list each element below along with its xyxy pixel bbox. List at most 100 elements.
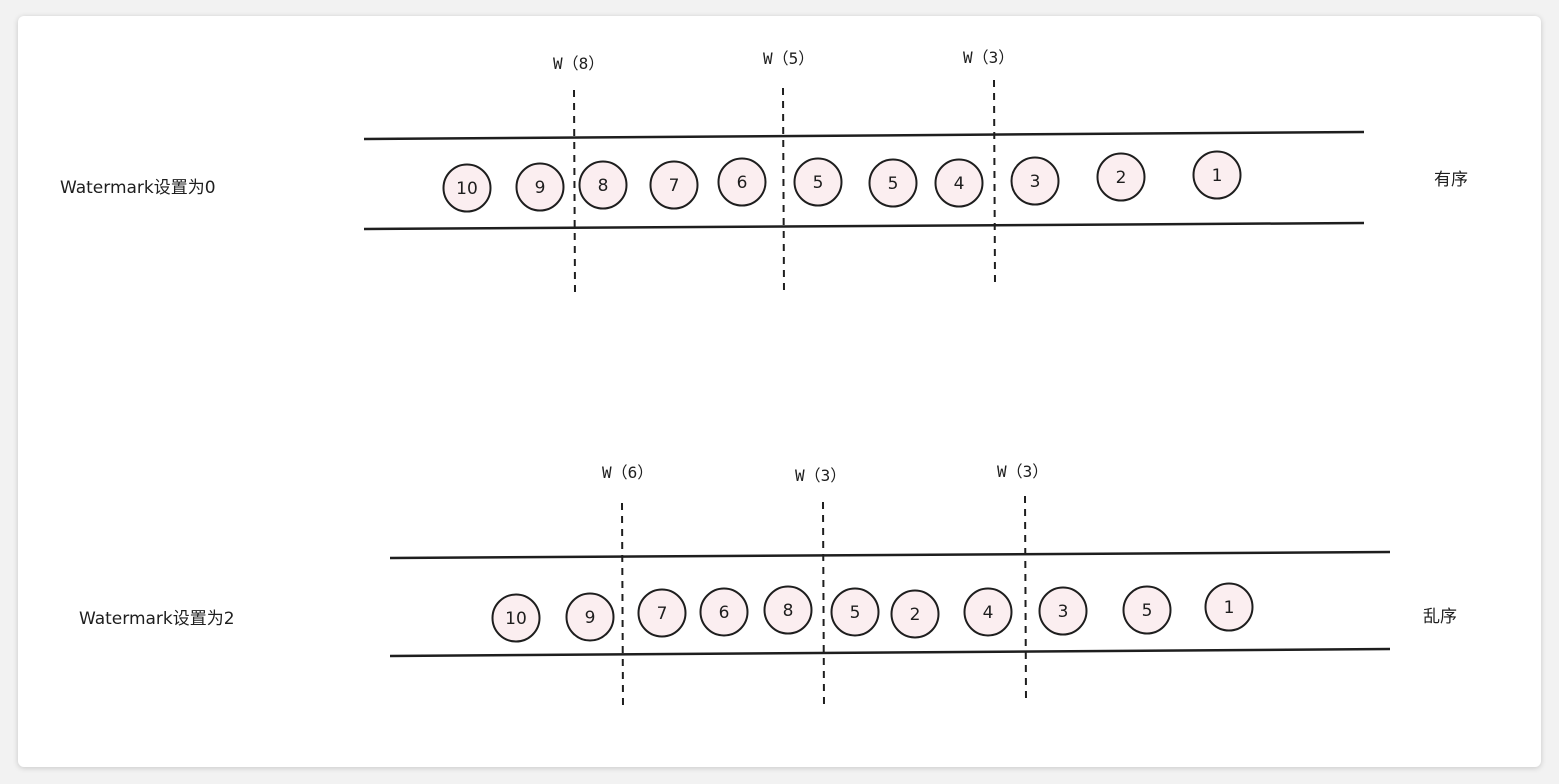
event-circle: 9 [565, 592, 615, 642]
event-circle: 1 [1192, 150, 1242, 200]
event-value: 1 [1224, 598, 1235, 618]
watermark-line [621, 502, 624, 707]
event-circle-shape [1192, 150, 1242, 200]
event-circle-shape [963, 587, 1013, 637]
event-circle: 8 [763, 585, 813, 635]
event-value: 10 [505, 609, 527, 629]
event-circle-shape [1038, 586, 1088, 636]
event-circle-shape [565, 592, 615, 642]
event-circle-shape [830, 587, 880, 637]
event-circle: 2 [1096, 152, 1146, 202]
order-label: 有序 [1434, 170, 1468, 190]
event-circle: 3 [1010, 156, 1060, 206]
event-circle: 4 [934, 158, 984, 208]
panel-label: Watermark设置为0 [60, 178, 216, 198]
watermark-marker: W（5） [763, 49, 814, 294]
watermark-label: W（3） [997, 462, 1048, 481]
event-circle-shape [649, 160, 699, 210]
event-circle-shape [1010, 156, 1060, 206]
watermark-label: W（3） [963, 48, 1014, 67]
event-circle-shape [515, 162, 565, 212]
event-value: 8 [598, 176, 609, 196]
event-circle-shape [1204, 582, 1254, 632]
event-circle-shape [763, 585, 813, 635]
event-value: 5 [1142, 601, 1153, 621]
event-circle-shape [868, 158, 918, 208]
event-value: 5 [888, 174, 899, 194]
event-circle-shape [1122, 585, 1172, 635]
event-circle: 5 [1122, 585, 1172, 635]
stream-bottom-border [363, 221, 1365, 231]
watermark-marker: W（3） [795, 466, 846, 707]
event-circle-shape [793, 157, 843, 207]
event-value: 6 [737, 173, 748, 193]
event-circle: 2 [890, 589, 940, 639]
event-circle-shape [717, 157, 767, 207]
watermark-line [822, 501, 825, 707]
event-circle-shape [890, 589, 940, 639]
diagram-canvas [18, 16, 1541, 767]
watermark-list: W（8） W（5） W（3） [553, 48, 1014, 294]
watermark-marker: W（3） [963, 48, 1014, 285]
stream-bottom-border [389, 647, 1391, 658]
event-circle-shape [637, 588, 687, 638]
event-list: 10 9 8 7 6 5 5 4 3 2 1 [442, 150, 1242, 213]
event-circle: 1 [1204, 582, 1254, 632]
event-circle: 8 [578, 160, 628, 210]
event-circle: 9 [515, 162, 565, 212]
watermark-label: W（8） [553, 54, 604, 73]
event-circle: 5 [830, 587, 880, 637]
event-circle-shape [491, 593, 541, 643]
event-value: 9 [585, 608, 596, 628]
watermark-label: W（3） [795, 466, 846, 485]
event-value: 2 [910, 605, 921, 625]
event-circle: 10 [442, 163, 492, 213]
watermark-line [782, 87, 785, 294]
watermark-marker: W（6） [602, 463, 653, 707]
event-circle: 5 [868, 158, 918, 208]
watermark-list: W（6） W（3） W（3） [602, 462, 1048, 707]
event-value: 4 [954, 174, 965, 194]
event-circle-shape [578, 160, 628, 210]
event-value: 5 [813, 173, 824, 193]
event-list: 10 9 7 6 8 5 2 4 3 5 1 [491, 582, 1254, 643]
event-value: 6 [719, 603, 730, 623]
watermark-line [573, 89, 576, 294]
event-circle-shape [699, 587, 749, 637]
watermark-marker: W（3） [997, 462, 1048, 701]
watermark-label: W（6） [602, 463, 653, 482]
event-value: 3 [1030, 172, 1041, 192]
event-circle: 7 [637, 588, 687, 638]
event-circle-shape [442, 163, 492, 213]
event-circle: 6 [717, 157, 767, 207]
event-circle-shape [934, 158, 984, 208]
event-value: 7 [657, 604, 668, 624]
event-value: 3 [1058, 602, 1069, 622]
event-circle: 4 [963, 587, 1013, 637]
stream-top-border [389, 550, 1391, 560]
event-value: 1 [1212, 166, 1223, 186]
event-value: 5 [850, 603, 861, 623]
event-value: 2 [1116, 168, 1127, 188]
stream-top-border [363, 130, 1365, 141]
event-circle-shape [1096, 152, 1146, 202]
event-circle: 6 [699, 587, 749, 637]
panel-label: Watermark设置为2 [79, 609, 235, 629]
order-label: 乱序 [1423, 607, 1457, 627]
event-circle: 5 [793, 157, 843, 207]
event-value: 7 [669, 176, 680, 196]
event-circle: 7 [649, 160, 699, 210]
watermark-line [993, 79, 996, 285]
watermark-marker: W（8） [553, 54, 604, 294]
event-value: 4 [983, 603, 994, 623]
event-value: 8 [783, 601, 794, 621]
event-circle: 3 [1038, 586, 1088, 636]
watermark-line [1024, 495, 1027, 701]
event-circle: 10 [491, 593, 541, 643]
event-value: 9 [535, 178, 546, 198]
event-value: 10 [456, 179, 478, 199]
watermark-label: W（5） [763, 49, 814, 68]
